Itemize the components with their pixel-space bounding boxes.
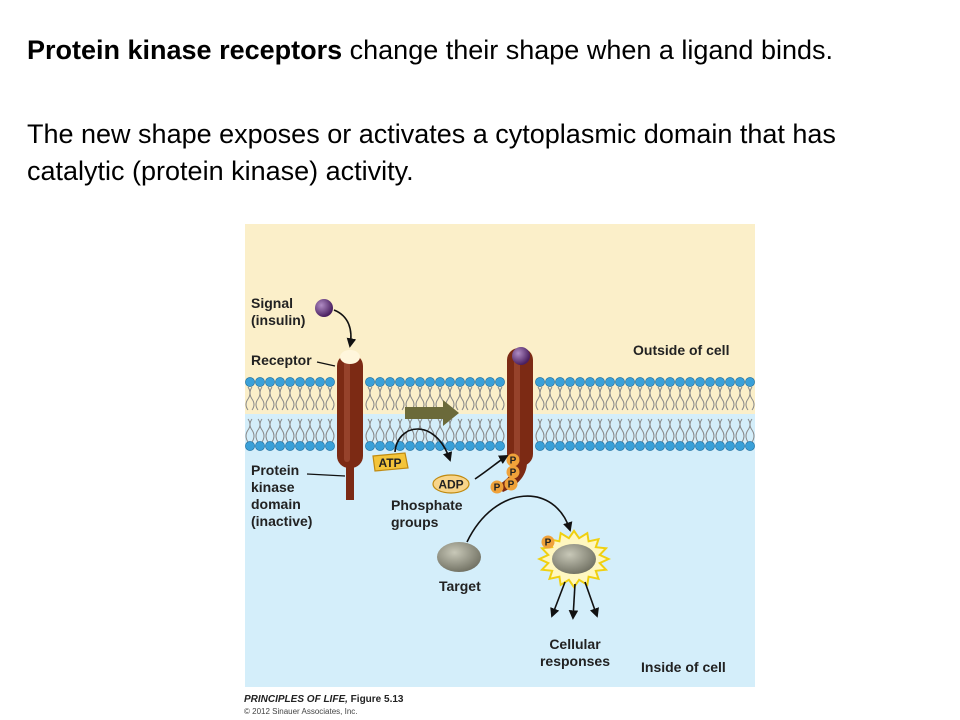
conformation-arrow (405, 400, 459, 426)
copyright: © 2012 Sinauer Associates, Inc. (244, 707, 358, 716)
label-inside: Inside of cell (641, 659, 726, 675)
label-pkd-1: Protein (251, 462, 299, 478)
insulin-ligand (315, 299, 333, 317)
atp-arrow (394, 428, 453, 462)
label-signal: Signal (251, 295, 293, 311)
svg-text:P: P (508, 480, 515, 491)
paragraph-1: Protein kinase receptors change their sh… (27, 32, 927, 69)
svg-text:P: P (545, 538, 552, 549)
binding-arrow (333, 309, 357, 348)
label-phosphate-1: Phosphate (391, 497, 463, 513)
lipid-bilayer (245, 377, 755, 451)
svg-text:P: P (494, 483, 501, 494)
atp-badge (372, 452, 409, 472)
svg-text:P: P (510, 456, 517, 467)
paragraph-2: The new shape exposes or activates a cyt… (27, 119, 836, 186)
phosphorylation-arrow (474, 455, 509, 480)
bold-term: Protein kinase receptors (27, 35, 343, 65)
bound-insulin (512, 347, 530, 365)
activated-target: P (537, 529, 611, 589)
label-pkd-2: kinase (251, 479, 295, 495)
receptor-inactive (337, 350, 363, 500)
adp-badge (432, 474, 470, 494)
caption-figure: Figure 5.13 (347, 694, 404, 705)
target-arrow (466, 495, 573, 543)
caption-title: PRINCIPLES OF LIFE, (244, 694, 348, 705)
svg-text:P: P (510, 468, 517, 479)
label-pkd-4: (inactive) (251, 513, 312, 529)
paragraph-1-rest: change their shape when a ligand binds. (342, 35, 833, 65)
figure-caption: PRINCIPLES OF LIFE, Figure 5.13 (244, 694, 403, 705)
target-protein (437, 542, 481, 572)
label-insulin: (insulin) (251, 312, 305, 328)
label-phosphate-2: groups (391, 514, 439, 530)
receptor-diagram: P P P P ATP ADP P Signal (insulin) Recep… (245, 224, 755, 687)
svg-text:ADP: ADP (438, 478, 463, 492)
response-arrows (550, 581, 599, 620)
label-responses-2: responses (540, 653, 610, 669)
svg-text:ATP: ATP (378, 456, 401, 470)
label-responses-1: Cellular (549, 636, 601, 652)
phosphate-groups: P P P P (490, 453, 520, 494)
label-target: Target (439, 578, 481, 594)
inside-region (245, 414, 755, 687)
receptor-active (497, 347, 533, 492)
label-pkd-3: domain (251, 496, 301, 512)
label-outside: Outside of cell (633, 342, 729, 358)
label-receptor: Receptor (251, 352, 312, 368)
